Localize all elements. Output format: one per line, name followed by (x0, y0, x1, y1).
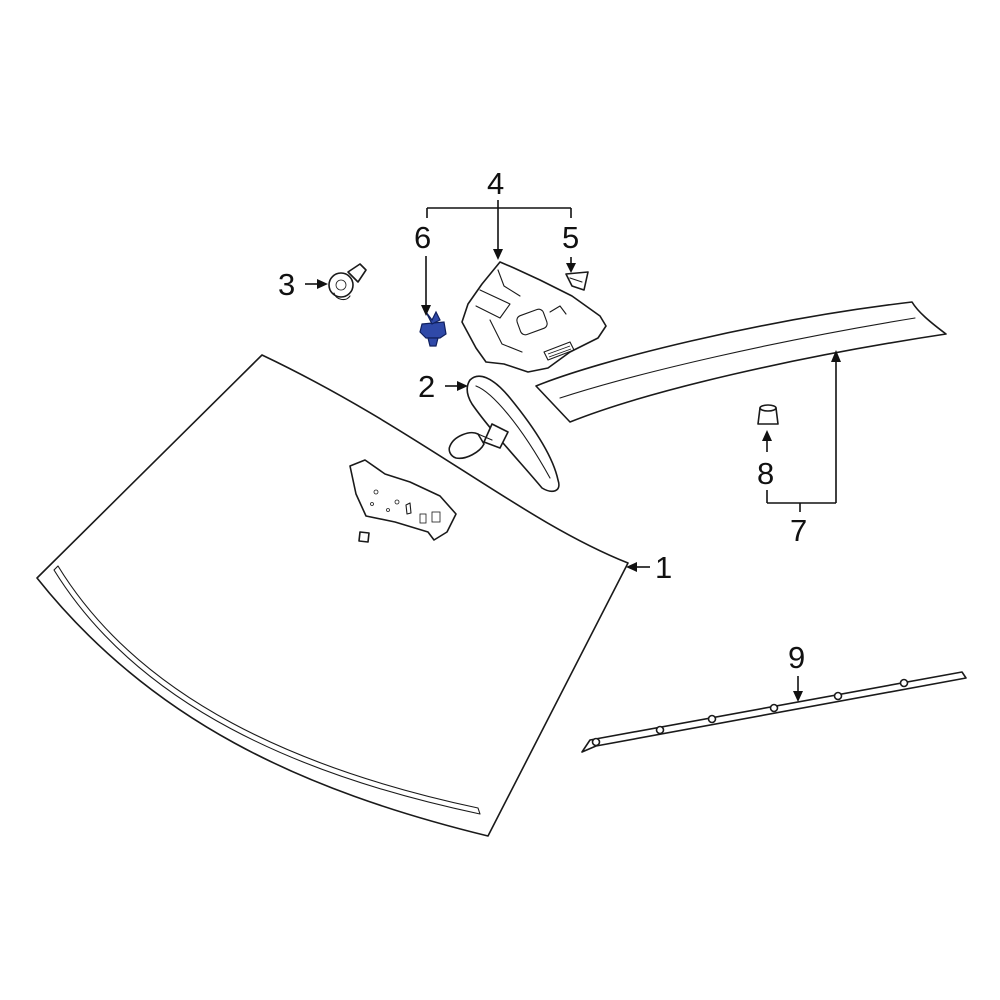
callout-2: 2 (418, 369, 435, 404)
lower-molding[interactable] (581, 671, 967, 753)
leader-7 (766, 350, 841, 512)
mirror-cover[interactable] (461, 261, 607, 373)
callout-5: 5 (562, 220, 579, 255)
leader-8 (762, 430, 772, 452)
retainer-clip[interactable] (419, 310, 447, 347)
leader-2 (445, 381, 468, 391)
leader-5 (566, 257, 576, 273)
callout-6: 6 (414, 220, 431, 255)
rear-view-mirror[interactable] (448, 375, 560, 493)
roof-molding[interactable] (535, 301, 947, 423)
clip[interactable] (565, 271, 589, 291)
sensor[interactable] (328, 263, 367, 301)
callout-9: 9 (788, 640, 805, 675)
windshield-glass[interactable] (36, 354, 629, 837)
leader-6 (421, 256, 431, 316)
plug[interactable] (757, 404, 779, 425)
leader-3 (305, 279, 328, 289)
leader-1 (626, 562, 650, 572)
callout-1: 1 (655, 550, 672, 585)
callout-7: 7 (790, 513, 807, 548)
mirror-mount-bracket (349, 459, 457, 543)
leader-9 (793, 676, 803, 702)
leader-4 (426, 200, 572, 260)
callout-4: 4 (487, 166, 504, 201)
callout-3: 3 (278, 267, 295, 302)
callout-8: 8 (757, 456, 774, 491)
